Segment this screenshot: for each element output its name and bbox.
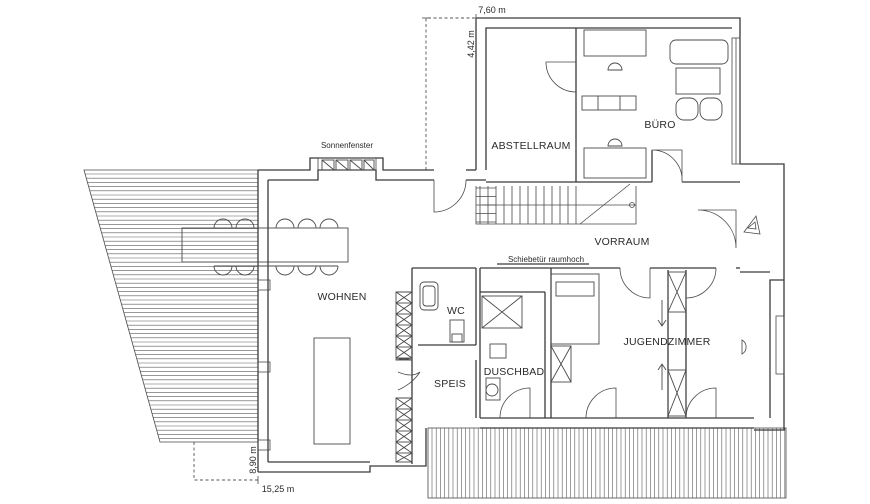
duschbad-fixtures: [481, 295, 523, 401]
room-label-duschbad: DUSCHBAD: [484, 366, 545, 378]
exterior-walls: [257, 17, 785, 473]
storage-shelves: [395, 291, 413, 463]
west-terrace: [83, 169, 259, 443]
note-sonnenfenster: Sonnenfenster: [321, 141, 373, 150]
dimension-bottom-depth: 8,90 m: [248, 446, 258, 474]
doors: [397, 61, 761, 419]
dimension-top-width: 7,60 m: [478, 5, 506, 15]
south-terrace-planks: [431, 428, 786, 498]
dimension-ticks: [257, 14, 477, 484]
interior-walls: [411, 28, 740, 464]
room-label-speis: SPEIS: [434, 378, 466, 390]
wc-fixtures: [419, 281, 465, 343]
south-terrace: [427, 427, 787, 499]
buero-furniture: [581, 29, 729, 179]
dining-table: [181, 218, 349, 276]
dashed-outline-bottom: [193, 442, 258, 481]
dimension-bottom-width: 15,25 m: [262, 484, 295, 494]
room-label-wc: WC: [447, 305, 465, 317]
staircase: [476, 183, 631, 225]
note-schiebetuer: Schiebetür raumhoch: [508, 255, 584, 264]
dimension-top-depth: 4,42 m: [466, 30, 476, 58]
west-terrace-planks: [85, 173, 258, 439]
room-label-wohnen: WOHNEN: [317, 291, 366, 303]
sofa: [313, 337, 351, 445]
room-label-vorraum: VORRAUM: [594, 236, 649, 248]
room-label-buero: BÜRO: [644, 119, 675, 131]
room-label-jugendzimmer: JUGENDZIMMER: [624, 336, 711, 348]
sonnenfenster-shades: [321, 159, 375, 171]
room-label-abstellraum: ABSTELLRAUM: [491, 140, 570, 152]
jugendzimmer-furniture: [550, 271, 687, 417]
windows: [257, 37, 785, 451]
dashed-outline-top: [425, 17, 476, 170]
